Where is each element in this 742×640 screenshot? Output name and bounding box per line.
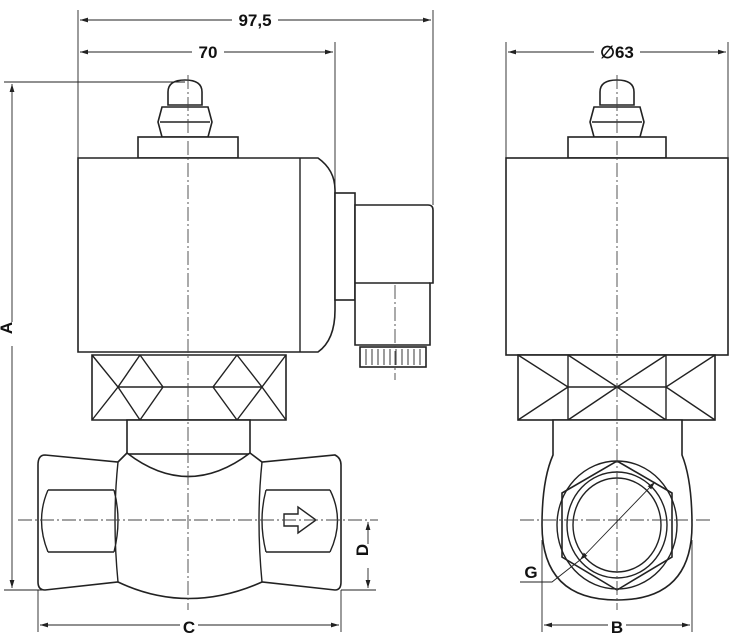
stem (126, 419, 251, 455)
connector-flange (334, 192, 356, 301)
dim-97-5-label: 97,5 (238, 11, 271, 30)
front-view (18, 75, 434, 610)
dim-g-label: G (524, 563, 537, 582)
dome-cap (167, 79, 203, 106)
dimension-labels: 97,5 70 ∅63 A D C B G (0, 10, 640, 637)
side-view (505, 75, 729, 610)
dim-a-label: A (0, 322, 16, 334)
dim-diameter-63-label: ∅63 (600, 43, 634, 62)
connector-plug (354, 204, 434, 346)
dim-c-label: C (183, 618, 195, 637)
flow-arrow-icon (283, 505, 318, 535)
dim-b-label: B (611, 618, 623, 637)
coil-body (77, 157, 336, 353)
connector-knurled-screw (359, 346, 427, 368)
dim-d-label: D (353, 544, 372, 556)
dim-70-label: 70 (199, 43, 218, 62)
